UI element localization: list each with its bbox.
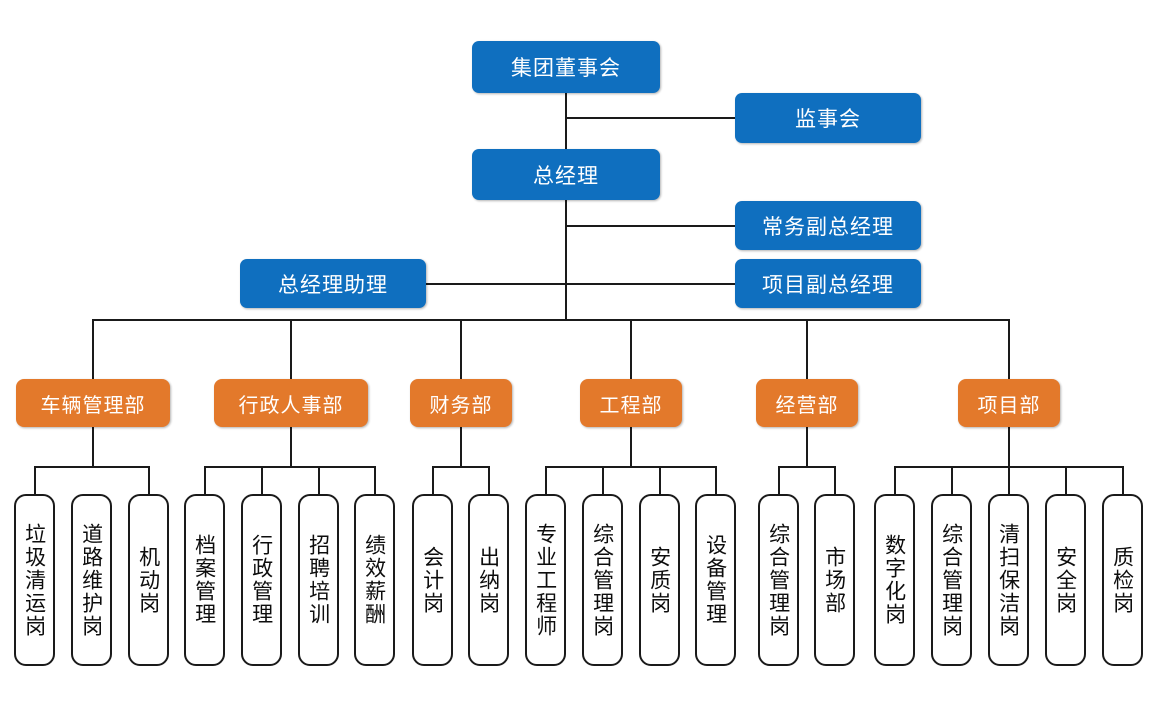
post-label: 质检岗 xyxy=(1110,545,1135,615)
node-post-performance-salary[interactable]: 绩效薪酬 xyxy=(354,494,395,666)
drop-engineer xyxy=(630,319,632,379)
drop-admin-hr xyxy=(290,319,292,379)
node-post-accounting[interactable]: 会计岗 xyxy=(412,494,453,666)
node-post-safety-quality[interactable]: 安质岗 xyxy=(639,494,680,666)
post-label: 设备管理 xyxy=(703,534,728,626)
tick-post-11 xyxy=(602,466,604,494)
tick-post-13 xyxy=(715,466,717,494)
post-label: 市场部 xyxy=(822,545,847,615)
node-general-manager[interactable]: 总经理 xyxy=(472,149,660,200)
tick-post-09 xyxy=(488,466,490,494)
post-label: 绩效薪酬 xyxy=(362,534,387,626)
node-post-equipment-management[interactable]: 设备管理 xyxy=(695,494,736,666)
post-label: 专业工程师 xyxy=(533,522,558,638)
post-label: 垃圾清运岗 xyxy=(22,522,47,638)
post-label: 综合管理岗 xyxy=(766,522,791,638)
tick-post-14 xyxy=(778,466,780,494)
stem-admin-hr xyxy=(290,426,292,468)
node-dept-finance[interactable]: 财务部 xyxy=(410,379,512,427)
post-label: 综合管理岗 xyxy=(590,522,615,638)
post-label: 出纳岗 xyxy=(476,545,501,615)
post-label: 数字化岗 xyxy=(882,534,907,626)
stem-operation xyxy=(806,426,808,468)
tick-post-03 xyxy=(148,466,150,494)
stem-project xyxy=(1008,426,1010,468)
post-label: 档案管理 xyxy=(192,534,217,626)
post-label: 行政管理 xyxy=(249,534,274,626)
tick-post-16 xyxy=(894,466,896,494)
node-dept-operation[interactable]: 经营部 xyxy=(756,379,858,427)
post-label: 综合管理岗 xyxy=(939,522,964,638)
post-label: 清扫保洁岗 xyxy=(996,522,1021,638)
node-supervisory-board[interactable]: 监事会 xyxy=(735,93,921,143)
tick-post-05 xyxy=(261,466,263,494)
tick-post-15 xyxy=(834,466,836,494)
post-label: 机动岗 xyxy=(136,545,161,615)
node-gm-assistant[interactable]: 总经理助理 xyxy=(240,259,426,308)
post-label: 道路维护岗 xyxy=(79,522,104,638)
node-board[interactable]: 集团董事会 xyxy=(472,41,660,93)
bus-admin-hr xyxy=(204,466,376,468)
connector-to-supervisory xyxy=(565,117,735,119)
bus-finance xyxy=(432,466,490,468)
tick-post-08 xyxy=(432,466,434,494)
post-label: 会计岗 xyxy=(420,545,445,615)
drop-project xyxy=(1008,319,1010,379)
post-label: 招聘培训 xyxy=(306,534,331,626)
post-label: 安质岗 xyxy=(647,545,672,615)
node-post-comprehensive-mgmt-eng[interactable]: 综合管理岗 xyxy=(582,494,623,666)
connector-to-proj-deputy xyxy=(565,283,735,285)
drop-vehicle xyxy=(92,319,94,379)
node-post-garbage-transport[interactable]: 垃圾清运岗 xyxy=(14,494,55,666)
connector-to-gm-assistant xyxy=(425,283,567,285)
tick-post-07 xyxy=(374,466,376,494)
drop-operation xyxy=(806,319,808,379)
node-post-cleaning[interactable]: 清扫保洁岗 xyxy=(988,494,1029,666)
tick-post-01 xyxy=(34,466,36,494)
node-project-deputy-gm[interactable]: 项目副总经理 xyxy=(735,259,921,308)
node-post-road-maintenance[interactable]: 道路维护岗 xyxy=(71,494,112,666)
stem-finance xyxy=(460,426,462,468)
node-post-recruit-training[interactable]: 招聘培训 xyxy=(298,494,339,666)
department-bus xyxy=(92,319,1010,321)
node-dept-project[interactable]: 项目部 xyxy=(958,379,1060,427)
bus-engineer xyxy=(545,466,717,468)
connector-to-exec-deputy xyxy=(565,225,735,227)
tick-post-10 xyxy=(545,466,547,494)
stem-engineer xyxy=(630,426,632,468)
tick-post-17 xyxy=(951,466,953,494)
node-post-cashier[interactable]: 出纳岗 xyxy=(468,494,509,666)
stem-vehicle xyxy=(92,426,94,468)
drop-finance xyxy=(460,319,462,379)
tick-post-20 xyxy=(1122,466,1124,494)
connector-gm-spine xyxy=(565,199,567,321)
tick-post-19 xyxy=(1065,466,1067,494)
node-post-digitalization[interactable]: 数字化岗 xyxy=(874,494,915,666)
node-post-archive-management[interactable]: 档案管理 xyxy=(184,494,225,666)
node-post-admin-management[interactable]: 行政管理 xyxy=(241,494,282,666)
node-dept-vehicle[interactable]: 车辆管理部 xyxy=(16,379,170,427)
node-post-marketing[interactable]: 市场部 xyxy=(814,494,855,666)
node-post-safety[interactable]: 安全岗 xyxy=(1045,494,1086,666)
node-post-flexible-duty[interactable]: 机动岗 xyxy=(128,494,169,666)
tick-post-12 xyxy=(659,466,661,494)
bus-vehicle xyxy=(34,466,150,468)
tick-post-18 xyxy=(1008,466,1010,494)
node-dept-engineering[interactable]: 工程部 xyxy=(580,379,682,427)
node-post-comprehensive-mgmt-proj[interactable]: 综合管理岗 xyxy=(931,494,972,666)
tick-post-06 xyxy=(318,466,320,494)
node-dept-admin-hr[interactable]: 行政人事部 xyxy=(214,379,368,427)
node-post-comprehensive-mgmt-ops[interactable]: 综合管理岗 xyxy=(758,494,799,666)
tick-post-04 xyxy=(204,466,206,494)
post-label: 安全岗 xyxy=(1053,545,1078,615)
bus-operation xyxy=(778,466,836,468)
connector-board-to-gm xyxy=(565,92,567,158)
node-post-quality-inspection[interactable]: 质检岗 xyxy=(1102,494,1143,666)
node-post-professional-engineer[interactable]: 专业工程师 xyxy=(525,494,566,666)
node-executive-deputy-gm[interactable]: 常务副总经理 xyxy=(735,201,921,250)
